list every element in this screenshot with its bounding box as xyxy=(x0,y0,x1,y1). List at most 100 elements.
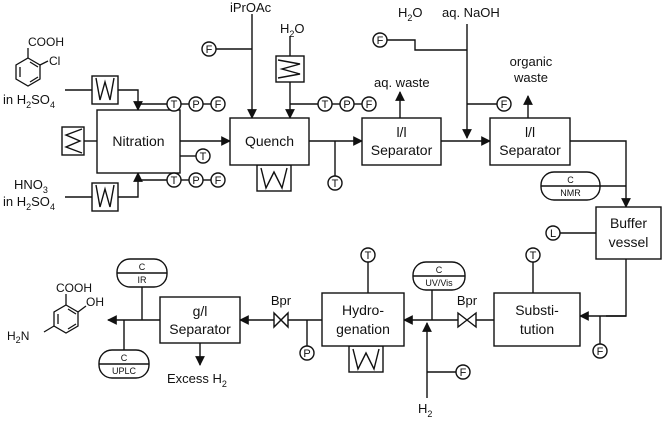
svg-text:NMR: NMR xyxy=(560,188,581,198)
heat-exchanger-hydrogenation xyxy=(348,345,384,373)
reagent-a-cooh: COOH xyxy=(28,35,64,49)
reagent-a-solvent: in H2SO4 xyxy=(3,92,55,110)
product-cooh: COOH xyxy=(56,281,92,295)
bpr-valve-substitution: Bpr xyxy=(457,293,478,329)
bpr-label-1: Bpr xyxy=(457,293,478,308)
unit-separator-1: l/l Separator xyxy=(361,117,442,166)
svg-text:IR: IR xyxy=(138,275,148,285)
bpr-valve-hydrogenation: Bpr xyxy=(271,293,292,329)
feed-hno3: HNO3 in H2SO4 xyxy=(3,177,55,212)
organic-waste-label-line1: organic xyxy=(510,54,553,69)
sensor-group-quench-top: T P F xyxy=(317,96,377,112)
buffer-label-line1: Buffer xyxy=(610,215,647,231)
svg-text:F: F xyxy=(366,99,373,111)
heat-exchanger-nitration-side xyxy=(61,126,85,156)
naoh-label: aq. NaOH xyxy=(442,5,500,20)
unit-hydrogenation: Hydro- genation xyxy=(321,292,405,347)
separator-1-label-line1: l/l xyxy=(396,124,406,140)
sensor-hydrogenation-pressure: P xyxy=(299,345,315,361)
sensor-buffer-level: L xyxy=(545,225,561,241)
product-oh: OH xyxy=(86,295,104,309)
analyzer-nmr: C NMR xyxy=(540,171,601,201)
svg-text:C: C xyxy=(139,262,146,272)
hydrogenation-label-line1: Hydro- xyxy=(342,302,384,318)
sensor-quench-temperature: T xyxy=(327,175,343,191)
svg-text:UPLC: UPLC xyxy=(112,366,137,376)
svg-text:P: P xyxy=(303,348,310,360)
svg-text:T: T xyxy=(322,99,329,111)
bpr-label-2: Bpr xyxy=(271,293,292,308)
sensor-water-flow: F xyxy=(372,32,388,48)
sensor-group-nitration-bottom: T P F xyxy=(166,172,226,188)
substitution-label-line1: Substi- xyxy=(515,302,559,318)
unit-gl-separator: g/l Separator xyxy=(159,296,241,344)
sensor-h2-flow: F xyxy=(455,364,471,380)
unit-separator-2: l/l Separator xyxy=(489,117,571,166)
feed-reagent-a: COOH Cl in H2SO4 xyxy=(3,35,64,110)
svg-text:T: T xyxy=(365,250,372,262)
heat-exchanger-reagent-a xyxy=(91,75,119,105)
h2o-separator-label: H2O xyxy=(398,5,423,23)
sensor-hydrogenation-temperature: T xyxy=(360,247,376,263)
svg-text:UV/Vis: UV/Vis xyxy=(425,278,453,288)
reagent-a-cl: Cl xyxy=(49,54,60,68)
svg-text:F: F xyxy=(206,44,213,56)
hno3-label: HNO3 xyxy=(14,177,48,195)
svg-text:F: F xyxy=(597,346,604,358)
excess-h2-label: Excess H2 xyxy=(167,371,227,389)
line-sep2-to-buffer xyxy=(570,140,631,208)
svg-text:L: L xyxy=(550,228,556,240)
separator-1-label-line2: Separator xyxy=(371,142,433,158)
nitration-label: Nitration xyxy=(112,133,164,149)
separator-2-label-line1: l/l xyxy=(525,124,535,140)
sensor-sep2-flow: F xyxy=(496,96,512,112)
line-water-sep-feed xyxy=(387,39,467,51)
svg-text:F: F xyxy=(215,99,222,111)
quench-label: Quench xyxy=(245,133,294,149)
svg-text:T: T xyxy=(200,151,207,163)
svg-text:C: C xyxy=(121,353,128,363)
analyzer-uplc: C UPLC xyxy=(98,349,150,379)
svg-text:T: T xyxy=(332,178,339,190)
svg-text:P: P xyxy=(192,175,199,187)
unit-buffer-vessel: Buffer vessel xyxy=(595,206,662,260)
sensor-group-nitration-top: T P F xyxy=(166,96,226,112)
svg-text:P: P xyxy=(343,99,350,111)
svg-text:F: F xyxy=(215,175,222,187)
iproac-label: iPrOAc xyxy=(230,0,272,15)
svg-text:P: P xyxy=(192,99,199,111)
unit-nitration: Nitration xyxy=(96,109,181,174)
sensor-nitration-temperature: T xyxy=(195,148,211,164)
aq-waste-label: aq. waste xyxy=(374,75,430,90)
product-nh2: H2N xyxy=(7,329,29,345)
h2o-quench-label: H2O xyxy=(280,21,305,39)
hno3-solvent: in H2SO4 xyxy=(3,194,55,212)
unit-quench: Quench xyxy=(229,117,310,166)
line-hno3-feed xyxy=(65,172,143,198)
sensor-substitution-temperature: T xyxy=(525,247,541,263)
heat-exchanger-quench-bottom xyxy=(256,164,292,192)
substitution-label-line2: tution xyxy=(520,321,554,337)
svg-text:C: C xyxy=(567,175,574,185)
svg-text:F: F xyxy=(377,35,384,47)
gl-separator-label-line2: Separator xyxy=(169,321,231,337)
line-buffer-out xyxy=(606,259,627,317)
hydrogenation-label-line2: genation xyxy=(336,321,390,337)
analyzer-uvvis: C UV/Vis xyxy=(412,261,466,291)
product-structure: COOH OH H2N xyxy=(7,281,104,345)
flow-lines xyxy=(65,14,631,398)
sensor-substitution-flow: F xyxy=(592,343,608,359)
svg-text:F: F xyxy=(501,99,508,111)
heat-exchanger-quench-water xyxy=(275,55,305,83)
svg-text:T: T xyxy=(530,250,537,262)
h2-feed-label: H2 xyxy=(418,401,432,419)
analyzer-ir: C IR xyxy=(116,258,168,288)
svg-text:T: T xyxy=(171,99,178,111)
sensor-iproac-flow: F xyxy=(201,41,217,57)
svg-text:F: F xyxy=(460,367,467,379)
gl-separator-label-line1: g/l xyxy=(193,303,208,319)
svg-text:C: C xyxy=(436,265,443,275)
heat-exchanger-hno3 xyxy=(91,182,119,212)
buffer-label-line2: vessel xyxy=(609,234,649,250)
